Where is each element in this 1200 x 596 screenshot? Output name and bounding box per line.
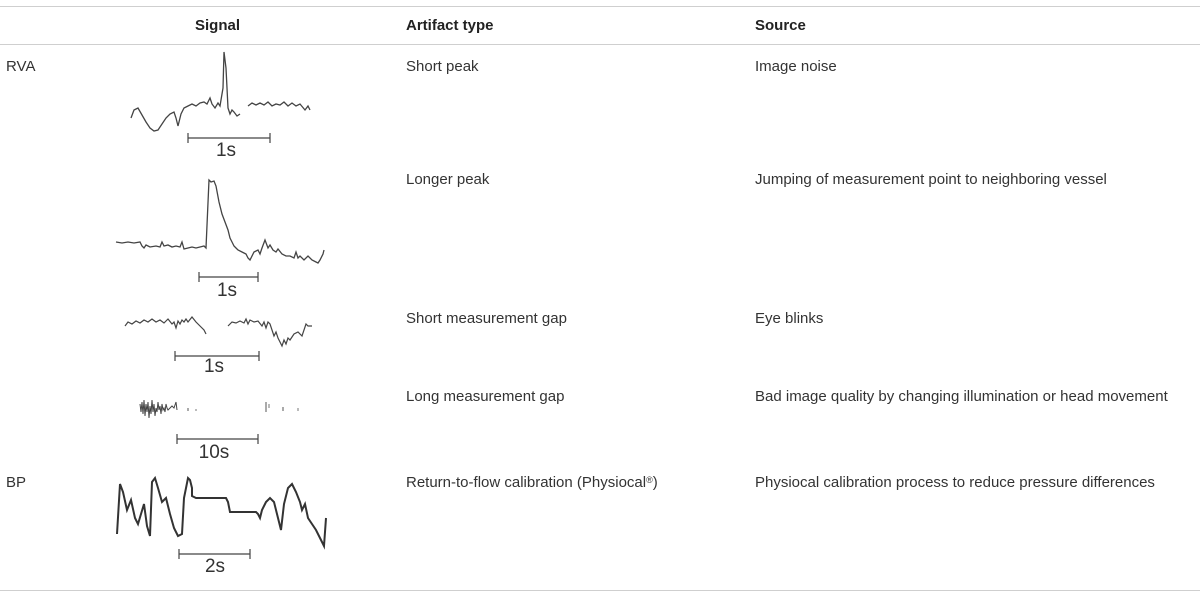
artifact-type-cell: Return-to-flow calibration (Physiocal®) [406, 474, 658, 492]
signal-trace-longer-peak [115, 178, 325, 282]
artifact-type-close: ) [652, 474, 658, 491]
time-scale-label: 1s [216, 280, 238, 301]
source-cell: Bad image quality by changing illuminati… [755, 388, 1168, 405]
time-scale-label: 1s [215, 140, 237, 161]
registered-mark: ® [646, 475, 653, 485]
time-scale-label: 2s [204, 556, 226, 577]
group-label-bp: BP [6, 474, 27, 491]
source-cell: Eye blinks [755, 310, 824, 327]
table-bottom-rule [0, 590, 1200, 591]
artifact-type-cell: Short peak [406, 58, 479, 75]
table-top-rule [0, 6, 1200, 7]
table-header-rule [0, 44, 1200, 45]
time-scale-label: 1s [203, 356, 225, 377]
header-signal: Signal [195, 17, 241, 34]
time-scale-label: 10s [198, 442, 230, 463]
artifact-type-cell: Short measurement gap [406, 310, 567, 327]
artifact-type-cell: Long measurement gap [406, 388, 565, 405]
artifact-type-text: Return-to-flow calibration (Physiocal [406, 474, 647, 491]
header-artifact-type: Artifact type [406, 17, 494, 34]
source-cell: Physiocal calibration process to reduce … [755, 474, 1155, 491]
signal-trace-short-gap [124, 316, 312, 361]
group-label-rva: RVA [6, 58, 36, 75]
signal-trace-calibration [116, 475, 327, 559]
signal-trace-short-peak [130, 51, 311, 143]
source-cell: Jumping of measurement point to neighbor… [755, 171, 1107, 188]
source-cell: Image noise [755, 58, 837, 75]
header-source: Source [755, 17, 806, 34]
signal-trace-long-gap [139, 399, 299, 444]
artifact-type-cell: Longer peak [406, 171, 490, 188]
